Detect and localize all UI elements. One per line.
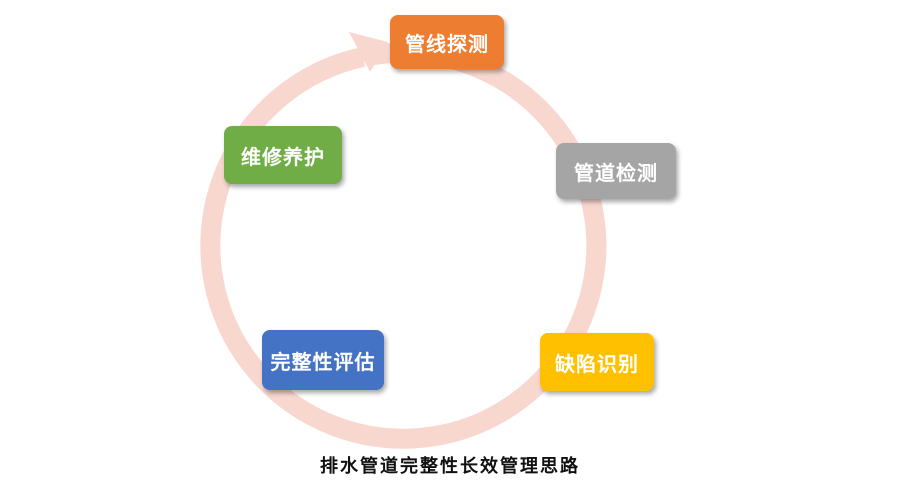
node-pipe-inspection: 管道检测: [556, 143, 676, 199]
diagram-caption: 排水管道完整性长效管理思路: [320, 456, 580, 477]
cycle-arrowhead: [349, 32, 388, 72]
node-defect-identification: 缺陷识别: [540, 333, 654, 391]
cycle-ring-arc: [200, 42, 607, 449]
node-pipeline-detection: 管线探测: [390, 15, 504, 69]
cycle-ring: [200, 32, 607, 449]
node-maintenance: 维修养护: [224, 126, 342, 184]
node-integrity-assessment: 完整性评估: [262, 330, 384, 390]
